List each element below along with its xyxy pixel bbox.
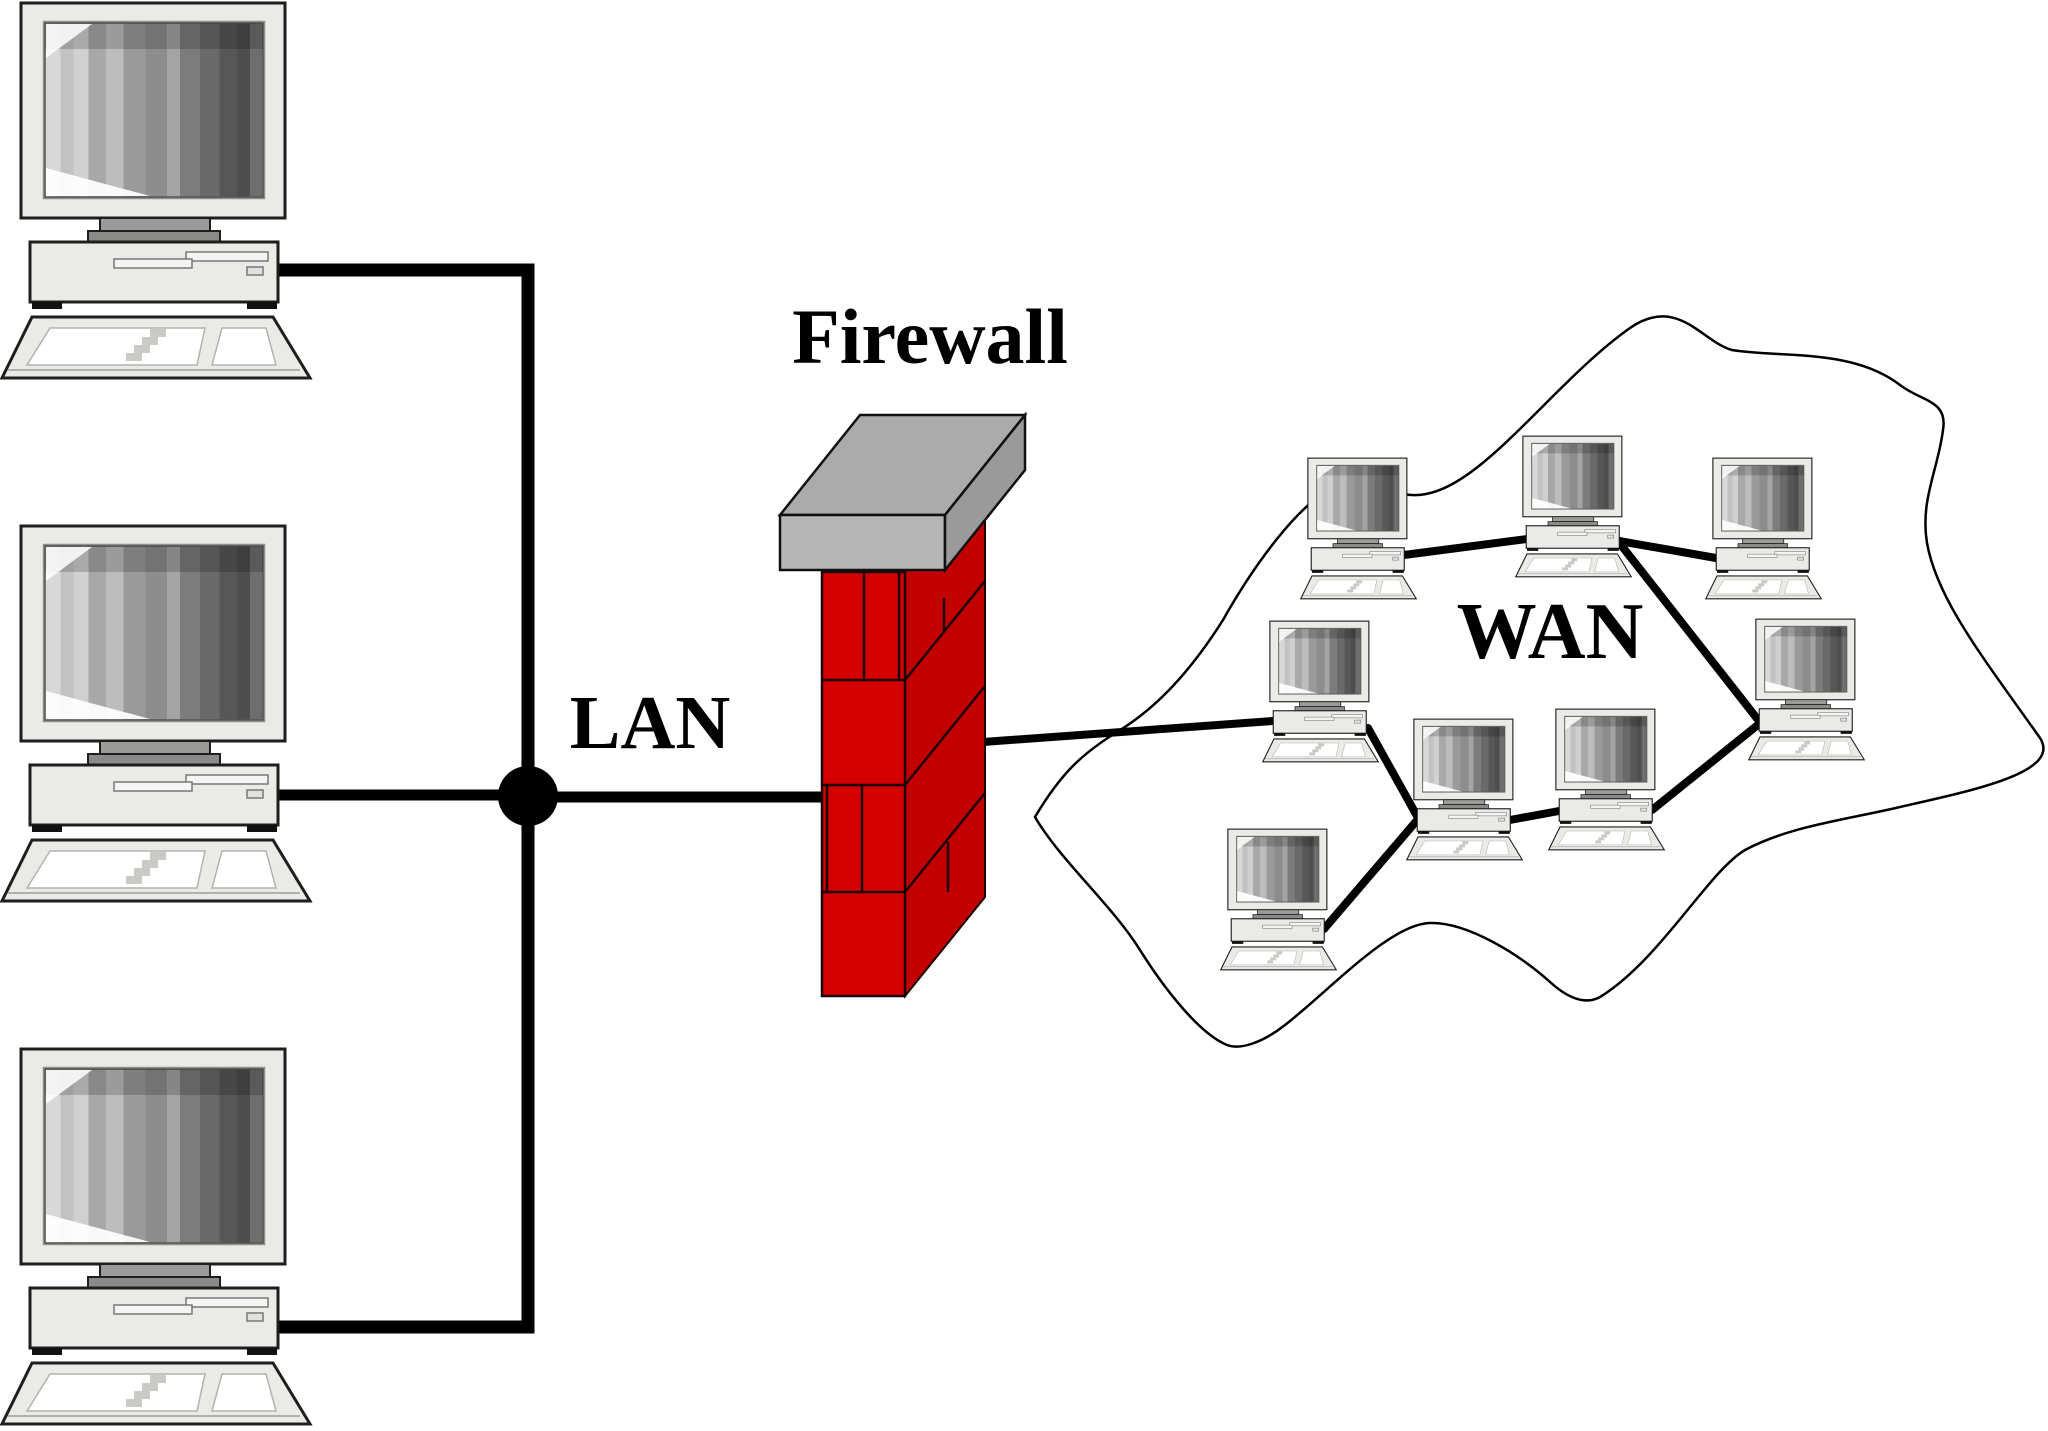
wan-link-1-2 (1400, 535, 1531, 559)
lan-junction-node (498, 766, 558, 826)
lan-label: LAN (570, 681, 730, 765)
wan-wiring (979, 535, 1763, 933)
wan-link-6-7 (1506, 807, 1563, 824)
wan-link-2-5 (1617, 541, 1763, 725)
wan-label: WAN (1457, 588, 1644, 676)
firewall-side-mortar (904, 580, 986, 893)
wan-cloud-outline (1033, 315, 2045, 1048)
wan-pc-3 (1705, 457, 1822, 600)
wan-pc-2 (1515, 435, 1632, 578)
wan-link-7-5 (1648, 720, 1763, 814)
firewall-to-wan-line (979, 717, 1277, 746)
lan-pc-1 (0, 1, 312, 380)
wan-pc-1 (1300, 457, 1417, 600)
wan-pc-4 (1262, 620, 1379, 763)
lan-pc-3 (0, 1047, 312, 1426)
wan-link-8-6 (1320, 814, 1423, 933)
wan-link-4-6 (1364, 724, 1421, 820)
lan-pc-2 (0, 524, 312, 903)
firewall-label: Firewall (792, 293, 1068, 380)
wan-link-2-3 (1615, 537, 1720, 562)
firewall-cap-front (778, 513, 947, 572)
firewall-front-mortar (822, 572, 905, 894)
firewall (777, 411, 1028, 999)
firewall-cap-side (943, 411, 1027, 574)
wan-pc-6 (1406, 718, 1523, 861)
wan-pc-7 (1548, 708, 1665, 851)
wan-pc-8 (1220, 828, 1337, 971)
wan-pc-5 (1748, 618, 1865, 761)
